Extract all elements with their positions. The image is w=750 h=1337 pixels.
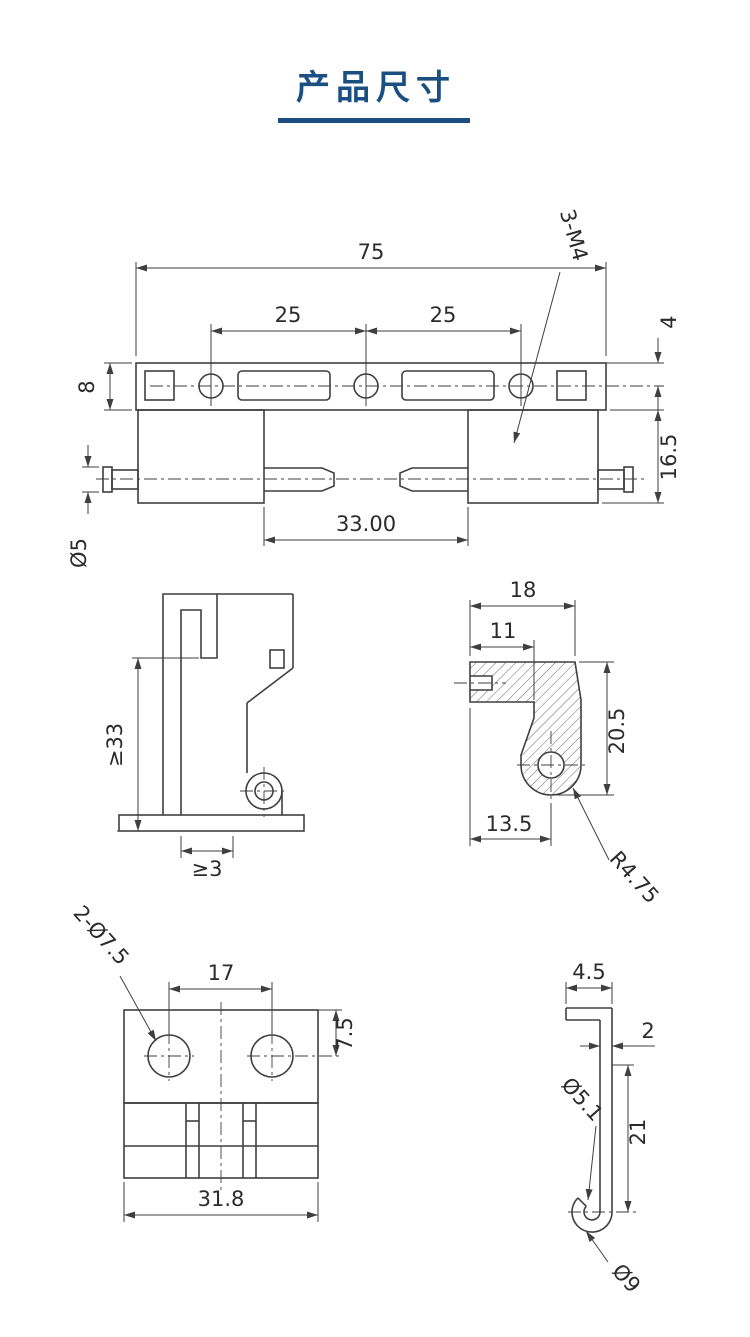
extension-lines	[123, 982, 342, 1222]
strip-outline	[565, 1007, 613, 1233]
dim-hole-pitch: 17	[208, 961, 235, 985]
right-knuckle-block	[467, 409, 599, 504]
section-cut-profile	[469, 661, 582, 796]
centerlines	[144, 1002, 342, 1192]
dimension-lines	[134, 658, 233, 855]
dim-thread-callout: 3-M4	[555, 207, 593, 264]
dimension-lines	[84, 264, 662, 544]
dimension-lines	[566, 984, 655, 1263]
dim-leaf-height: 8	[75, 380, 99, 393]
dim-section-width: 18	[510, 578, 537, 602]
dim-curl-od: Ø9	[607, 1259, 645, 1297]
dim-arm-length: 11	[490, 619, 517, 643]
dim-section-height: 20.5	[605, 708, 629, 755]
body-profile	[217, 593, 294, 815]
section-view: 18 11 20.5 13.5 R4.75	[454, 578, 664, 908]
dim-hole-callout: 2-Ø7.5	[69, 901, 134, 970]
dim-min-clearance: ≥3	[192, 857, 223, 881]
dim-pin-diameter: Ø5	[67, 538, 91, 568]
centerlines	[454, 682, 585, 801]
dim-thickness: 2	[641, 1019, 654, 1043]
left-square-hole	[144, 370, 175, 401]
base-flange	[118, 814, 305, 832]
dim-hole-pitch-left: 25	[275, 303, 302, 327]
title-underline	[278, 118, 470, 123]
dim-body-drop: 16.5	[657, 434, 681, 481]
dim-knuckle-radius: R4.75	[605, 846, 664, 908]
leaf-profile-outline	[162, 593, 218, 815]
left-knuckle-block	[137, 409, 265, 504]
dim-min-height: ≥33	[103, 723, 127, 767]
extension-lines	[117, 657, 234, 858]
dim-pin-gap: 33.00	[336, 512, 396, 536]
side-view: ≥33 ≥3	[103, 593, 305, 881]
profile-view: 4.5 2 Ø5.1 21 Ø9	[557, 960, 655, 1297]
dim-hole-pitch-right: 25	[430, 303, 457, 327]
dim-overall-width: 75	[358, 240, 385, 264]
dim-flange-width: 4.5	[572, 960, 605, 984]
dim-leg-length: 21	[626, 1119, 650, 1146]
right-square-hole	[556, 370, 587, 401]
dim-edge-offset: 7.5	[333, 1017, 357, 1050]
front-assembly-view: 75 25 25 3-M4 4 8 16.5 33.00 Ø5	[67, 207, 681, 568]
centerlines	[240, 767, 288, 817]
page-title: 产品尺寸	[296, 69, 456, 107]
back-plate-view: 2-Ø7.5 17 7.5 31.8	[69, 901, 357, 1222]
dimension-lines	[119, 975, 340, 1219]
dim-edge-to-axis: 4	[657, 315, 681, 328]
pivot-pin	[102, 466, 634, 493]
dimension-lines	[470, 602, 611, 861]
left-slot	[237, 370, 331, 401]
dim-axis-offset: 13.5	[486, 812, 533, 836]
dim-plate-width: 31.8	[198, 1187, 245, 1211]
hinge-leaf-outline	[135, 362, 607, 411]
centerlines	[96, 385, 664, 480]
right-slot	[401, 370, 495, 401]
